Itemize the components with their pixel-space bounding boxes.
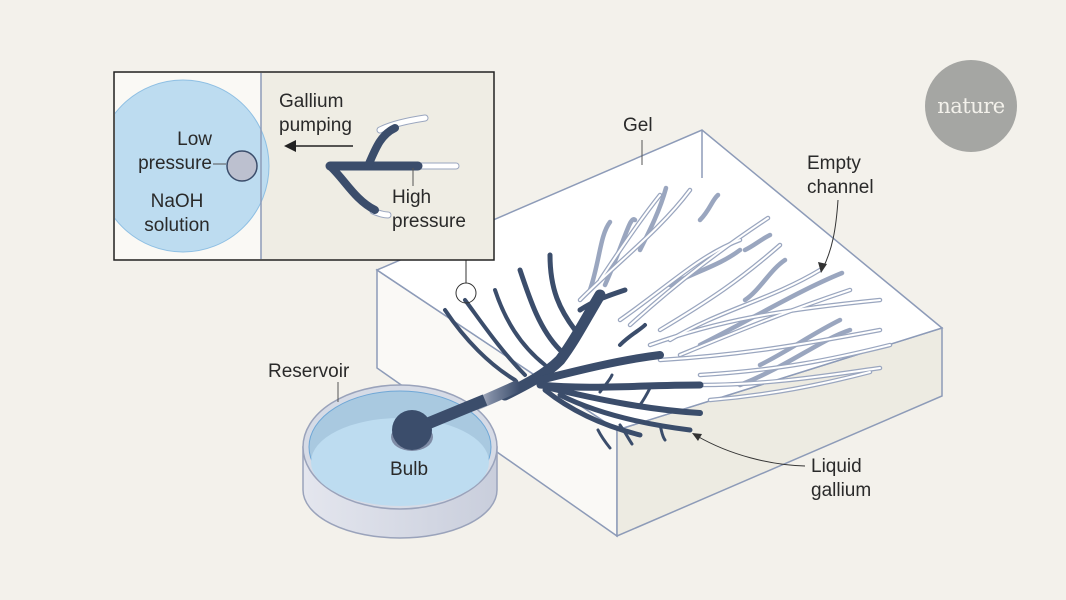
nature-logo: nature (925, 60, 1017, 152)
liquid-gallium-arrowhead (692, 433, 702, 441)
inset-panel (113, 71, 495, 261)
label-low-pressure: Low pressure (138, 129, 212, 174)
empty-channel-arrowhead (818, 262, 827, 273)
label-reservoir: Reservoir (268, 361, 350, 382)
label-bulb: Bulb (390, 459, 429, 480)
pumping-arrowhead (284, 140, 296, 152)
label-empty-channel: Empty channel (807, 153, 874, 198)
empty-channels-inner (579, 189, 891, 401)
liquid-gallium-network (443, 252, 704, 450)
label-gallium-pumping: Gallium pumping (279, 91, 352, 136)
label-gel: Gel (623, 115, 653, 136)
inset-bulb (226, 150, 258, 182)
label-high-pressure: High pressure (392, 187, 466, 232)
empty-channel-arrow (822, 199, 839, 269)
bulb (392, 410, 432, 450)
label-liquid-gallium: Liquid gallium (811, 456, 872, 501)
label-naoh-solution: NaOH solution (144, 191, 210, 236)
nature-logo-text: nature (937, 94, 1005, 118)
liquid-gallium-arrow (696, 435, 806, 467)
